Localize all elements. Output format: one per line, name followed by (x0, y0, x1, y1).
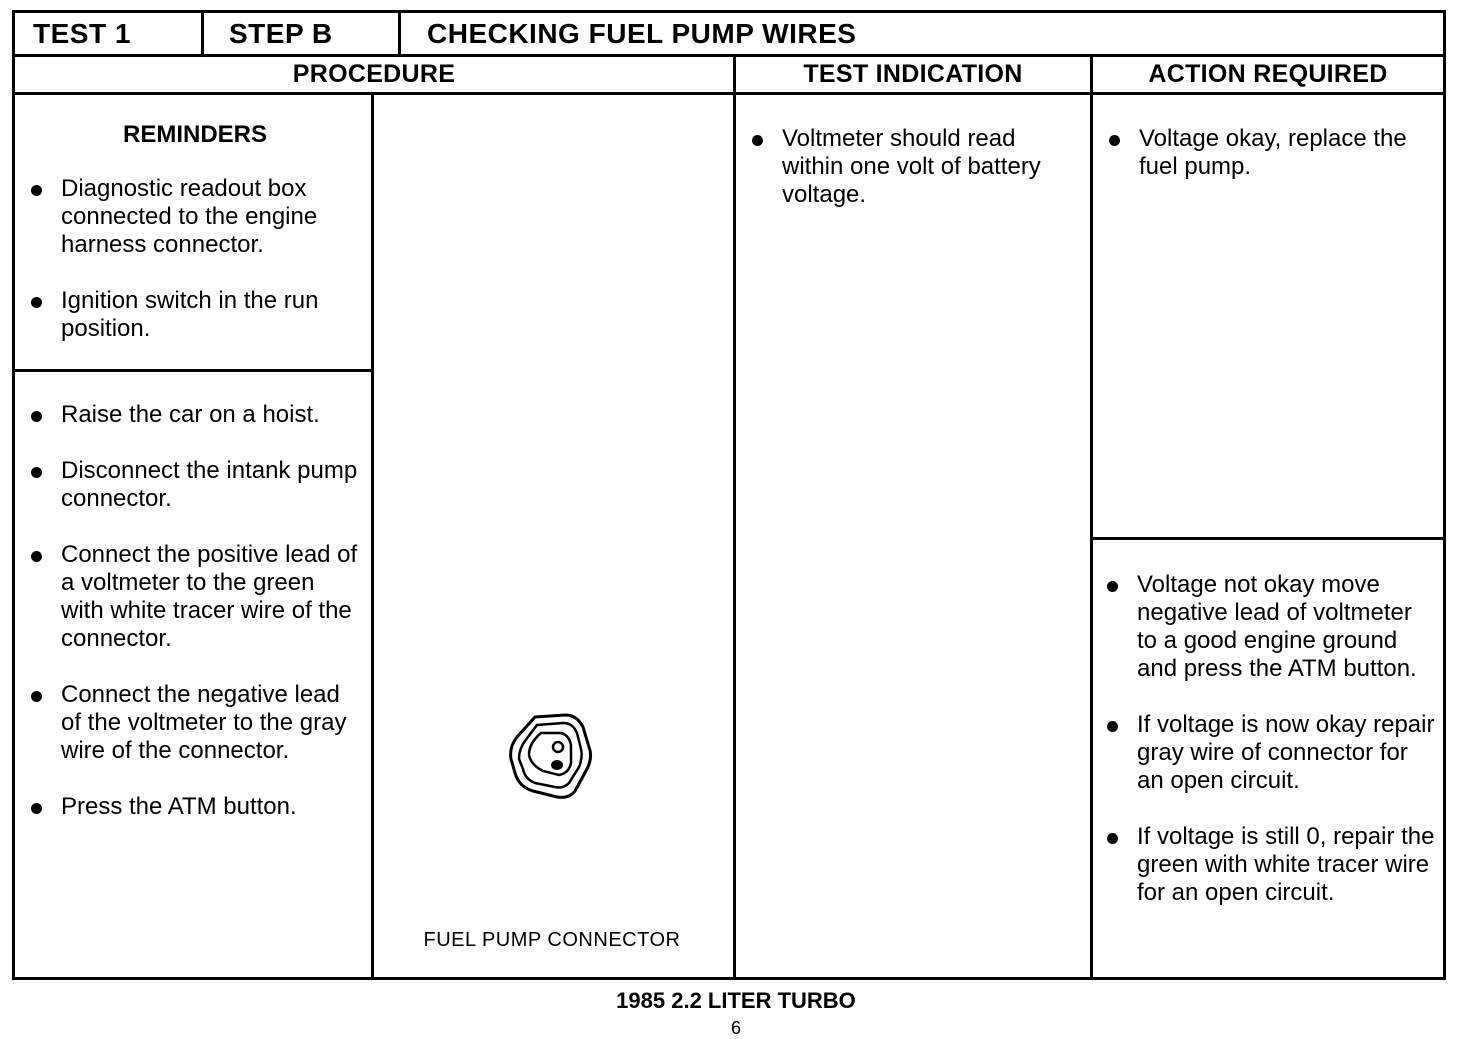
column-divider (1090, 57, 1093, 977)
list-item: If voltage is still 0, repair the green … (1101, 823, 1437, 907)
procedure-divider (371, 95, 374, 977)
list-item: Voltmeter should read within one volt of… (746, 125, 1076, 209)
test-indication-section: Voltmeter should read within one volt of… (746, 125, 1076, 237)
list-item: Connect the negative lead of the voltmet… (25, 681, 359, 765)
column-headers: PROCEDURE TEST INDICATION ACTION REQUIRE… (15, 57, 1443, 95)
step-label: STEP B (229, 18, 333, 49)
page-number: 6 (730, 1018, 741, 1038)
list-item: Press the ATM button. (25, 793, 359, 821)
list-item: Voltage okay, replace the fuel pump. (1103, 125, 1433, 181)
reminders-title: REMINDERS (122, 121, 267, 148)
column-header-test-indication: TEST INDICATION (803, 60, 1023, 88)
procedure-steps: Raise the car on a hoist. Disconnect the… (25, 401, 359, 849)
footer-model: 1985 2.2 LITER TURBO (616, 988, 856, 1013)
reminders-section: REMINDERS Diagnostic readout box connect… (25, 121, 365, 371)
action-not-ok-list: Voltage not okay move negative lead of v… (1101, 571, 1437, 907)
header-divider (398, 13, 401, 54)
procedure-table: TEST 1 STEP B CHECKING FUEL PUMP WIRES P… (12, 10, 1446, 980)
procedure-list: Raise the car on a hoist. Disconnect the… (25, 401, 359, 821)
action-ok-section: Voltage okay, replace the fuel pump. (1103, 125, 1433, 209)
list-item: Voltage not okay move negative lead of v… (1101, 571, 1437, 683)
table-header: TEST 1 STEP B CHECKING FUEL PUMP WIRES (15, 13, 1443, 57)
column-divider (733, 57, 736, 977)
column-header-procedure: PROCEDURE (292, 60, 456, 88)
action-divider (1093, 537, 1443, 540)
list-item: Connect the positive lead of a voltmeter… (25, 541, 359, 653)
test-indication-list: Voltmeter should read within one volt of… (746, 125, 1076, 209)
list-item: Ignition switch in the run position. (25, 287, 365, 343)
page-title: CHECKING FUEL PUMP WIRES (427, 18, 857, 49)
figure-caption: FUEL PUMP CONNECTOR (423, 929, 681, 951)
reminders-divider (15, 369, 371, 372)
list-item: If voltage is now okay repair gray wire … (1101, 711, 1437, 795)
list-item: Raise the car on a hoist. (25, 401, 359, 429)
fuel-pump-connector-icon (509, 713, 593, 799)
list-item: Disconnect the intank pump connector. (25, 457, 359, 513)
header-divider (201, 13, 204, 54)
column-header-action-required: ACTION REQUIRED (1148, 60, 1388, 88)
action-not-ok-section: Voltage not okay move negative lead of v… (1101, 571, 1437, 935)
test-number: TEST 1 (33, 18, 131, 49)
action-ok-list: Voltage okay, replace the fuel pump. (1103, 125, 1433, 181)
reminders-list: Diagnostic readout box connected to the … (25, 175, 365, 343)
list-item: Diagnostic readout box connected to the … (25, 175, 365, 259)
